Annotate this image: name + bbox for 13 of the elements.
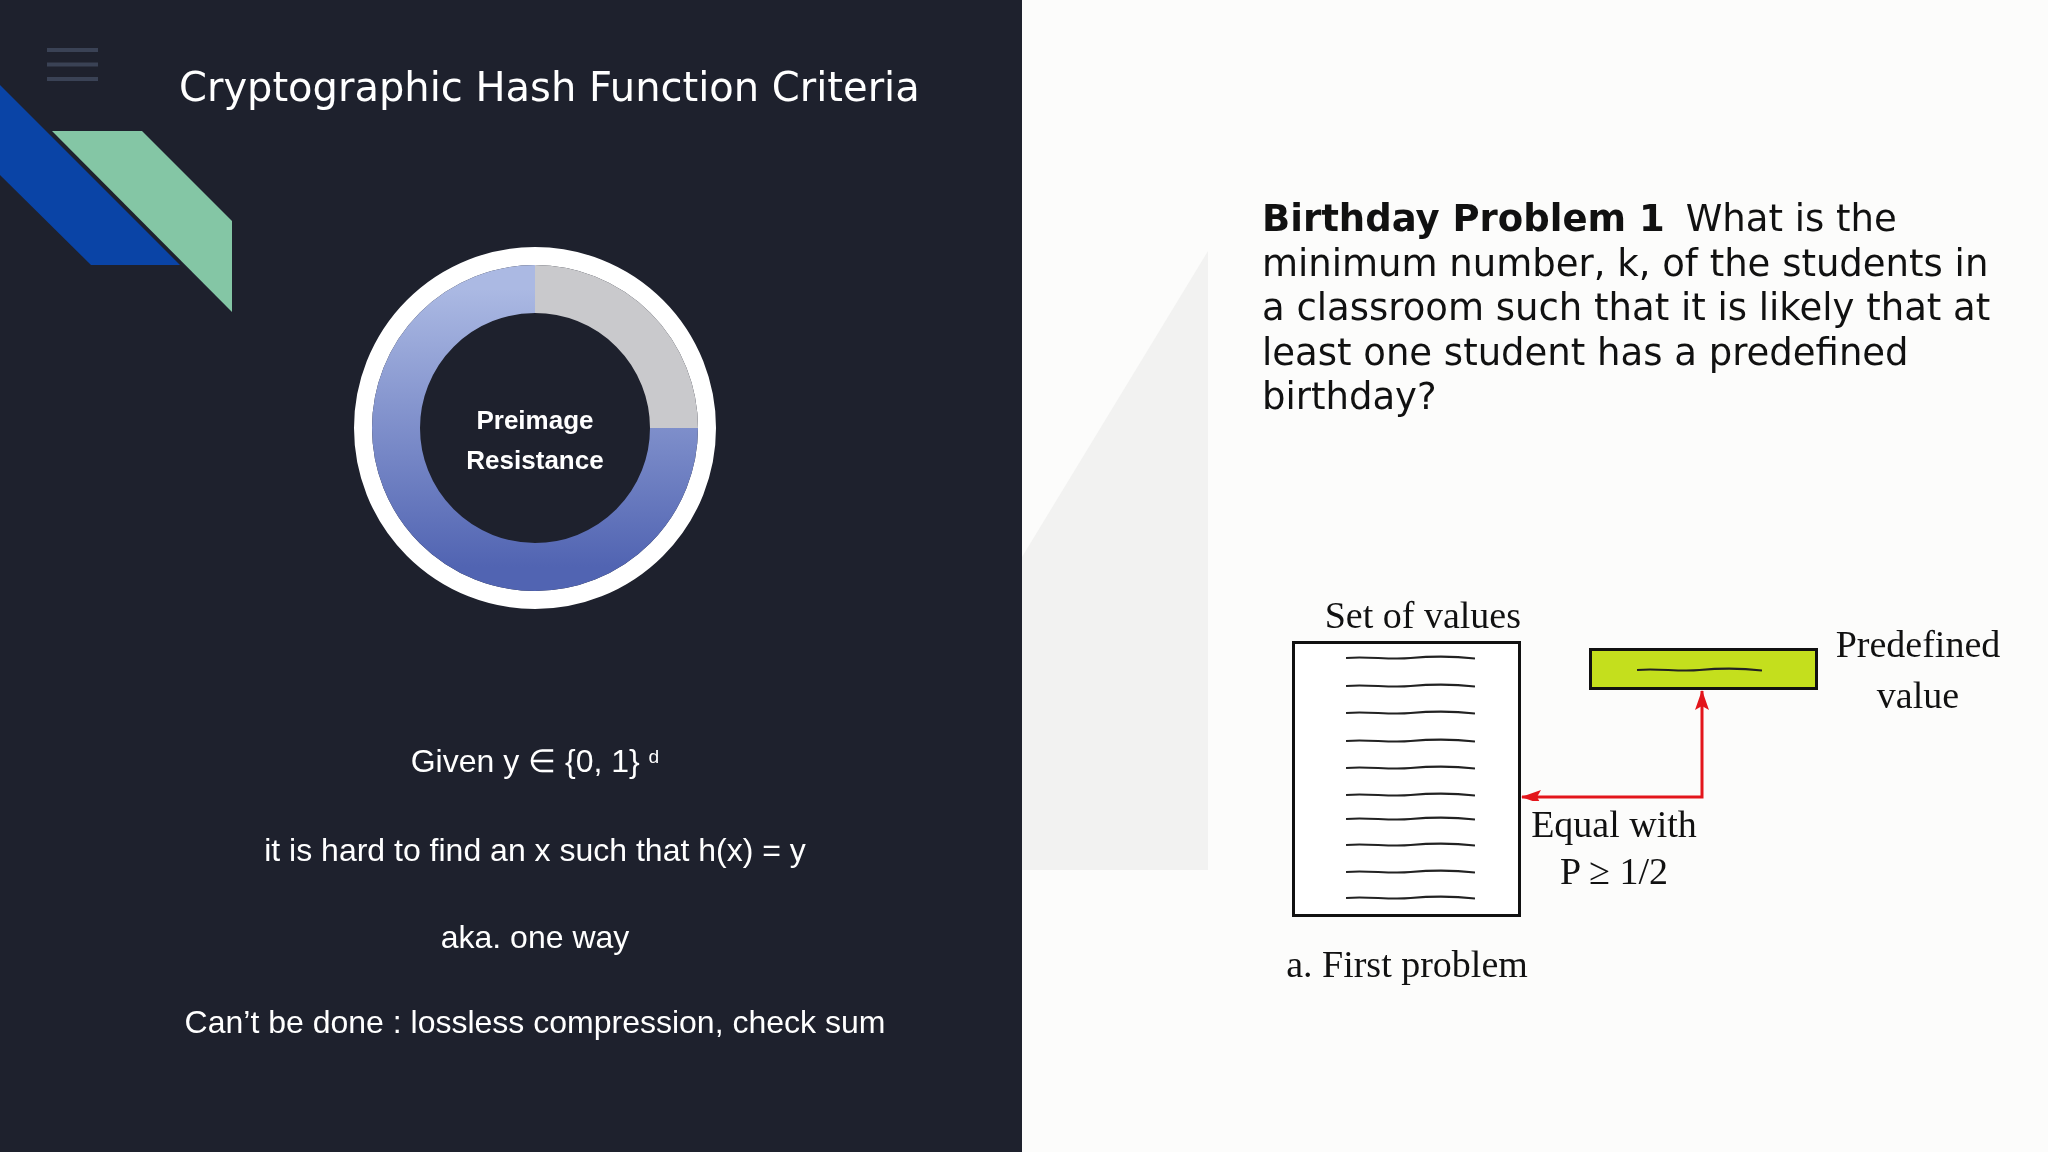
connector-arrow — [1521, 690, 1709, 804]
value-bar — [1589, 648, 1818, 690]
figure-caption: a. First problem — [1286, 942, 1528, 986]
body-text: Can’t be done : lossless compression, check sum — [184, 1003, 886, 1042]
slide-title: Cryptographic Hash Function Criteria — [179, 63, 920, 111]
donut-ring — [354, 247, 716, 609]
box-heading: Set of values — [1323, 593, 1521, 637]
beside-label: Predefined value — [1834, 622, 2002, 718]
body-text: it is hard to find an x such that h(x) = y — [264, 831, 806, 870]
body-text: aka. one way — [440, 918, 630, 957]
node-label: Preimage Resistance — [465, 404, 605, 477]
body-text: Given y ∈ {0, 1} $^{d}$ — [410, 742, 660, 781]
question-paragraph: Birthday Problem 1 What is the minimum number, k, of the students in a classroom such that it is likely that at least one student has a predefined birthday? — [1262, 197, 1992, 420]
